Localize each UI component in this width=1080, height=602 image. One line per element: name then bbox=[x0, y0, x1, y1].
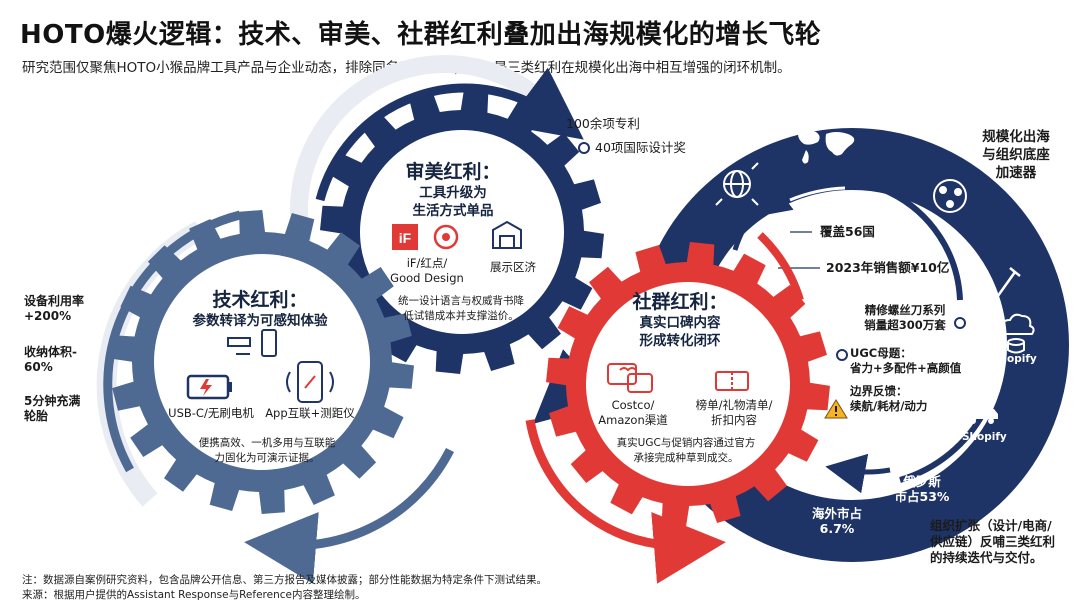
chat-reviews-icon bbox=[607, 363, 653, 393]
community-channel-content: 榜单/礼物清单/折扣内容 bbox=[695, 398, 773, 427]
global-org-expansion: 组织扩张（设计/电商/供应链）反哺三类红利的持续迭代与交付。 bbox=[930, 518, 1056, 565]
tech-stat-utilization: 设备利用率+200% bbox=[24, 294, 85, 323]
red-dot-icon bbox=[433, 224, 459, 250]
aesthetic-award1: iF/红点/Good Design bbox=[390, 256, 464, 285]
globe-network-icon bbox=[715, 162, 759, 206]
aesthetic-award2: 展示区济 bbox=[490, 260, 536, 274]
tech-feature-app: App互联+测距仪 bbox=[265, 406, 355, 420]
global-russia-share: 俄罗斯市占53% bbox=[894, 474, 950, 504]
pen-icon bbox=[993, 267, 1021, 301]
tech-stat-charge: 5分钟充满轮胎 bbox=[24, 394, 81, 423]
world-map-icon bbox=[798, 130, 855, 164]
community-desc: 真实UGC与促销内容通过官方承接完成种草到成交。 bbox=[616, 437, 756, 464]
tech-stat-storage: 收纳体积-60% bbox=[24, 345, 77, 374]
gearSlate-center bbox=[154, 254, 370, 470]
global-title: 规模化出海与组织底座加速器 bbox=[982, 129, 1050, 181]
global-ugc: UGC母题：省力+多配件+高颜值 bbox=[850, 346, 962, 375]
page-title: HOTO爆火逻辑：技术、审美、社群红利叠加出海规模化的增长飞轮 bbox=[20, 20, 822, 50]
cloud-database-icon bbox=[998, 313, 1035, 354]
footer-source: 来源：根据用户提供的Assistant Response与Reference内容… bbox=[22, 589, 366, 601]
aesthetic-title: 审美红利： 工具升级为 生活方式单品 bbox=[405, 161, 501, 219]
aesthetic-stat-patents: 100余项专利 bbox=[566, 116, 640, 131]
tech-gear bbox=[110, 210, 414, 514]
aesthetic-gear bbox=[320, 90, 604, 374]
aesthetic-stat-awards: 40项国际设计奖 bbox=[595, 140, 686, 155]
community-channel-retail: Costco/Amazon渠道 bbox=[598, 398, 668, 427]
footer-note: 注：数据源自案例研究资料，包含品牌公开信息、第三方报告及媒体披露；部分性能数据为… bbox=[22, 574, 547, 586]
community-outer-ring bbox=[525, 232, 804, 584]
showroom-icon bbox=[492, 220, 522, 249]
tech-title: 技术红利： 参数转译为可感知体验 bbox=[192, 289, 328, 329]
global-sales-2023: 2023年销售额¥10亿 bbox=[826, 260, 950, 275]
global-shopify-1: Shopify bbox=[992, 353, 1037, 365]
global-edge-feedback: 边界反馈：续航/耗材/动力 bbox=[850, 384, 928, 413]
community-title: 社群红利： 真实口碑内容 形成转化闭环 bbox=[632, 291, 728, 349]
warning-icon bbox=[824, 399, 848, 419]
community-gear bbox=[546, 242, 830, 526]
global-screwdriver-sales: 精修螺丝刀系列销量超300万套 bbox=[864, 303, 946, 332]
discount-ticket-icon bbox=[715, 371, 749, 391]
battery-charge-icon bbox=[186, 374, 232, 400]
global-shopify-2: Shopify bbox=[962, 431, 1007, 443]
network-nodes-icon bbox=[933, 179, 967, 213]
phone-app-icon bbox=[286, 361, 334, 403]
gearNavy-center bbox=[360, 130, 564, 334]
if-logo-icon: iF bbox=[392, 224, 418, 250]
if-logo-text: iF bbox=[399, 230, 412, 246]
tools-icon bbox=[227, 329, 277, 357]
aesthetic-desc: 统一设计语言与权威背书降低试错成本并支撑溢价。 bbox=[398, 295, 524, 322]
delivery-truck-icon bbox=[968, 405, 998, 424]
tech-feature-usbc: USB-C/无刷电机 bbox=[168, 406, 254, 420]
global-coverage: 覆盖56国 bbox=[820, 224, 875, 239]
gearRed-center bbox=[586, 282, 790, 486]
tech-desc: 便携高效、一机多用与互联能力固化为可演示证据。 bbox=[198, 437, 336, 464]
